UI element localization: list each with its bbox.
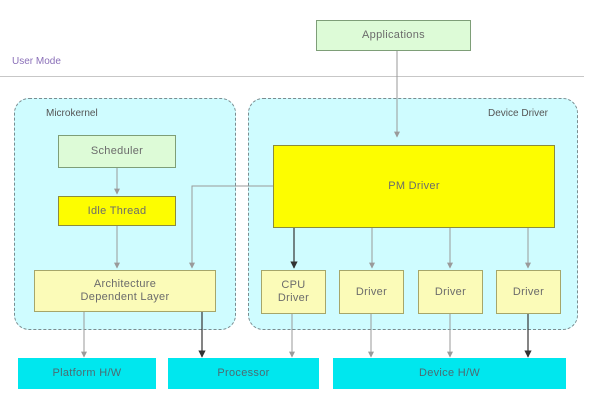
user-mode-separator bbox=[0, 76, 584, 77]
microkernel-label: Microkernel bbox=[46, 108, 98, 119]
device-driver-label: Device Driver bbox=[488, 108, 549, 119]
pm-to-architecture-arrow bbox=[189, 185, 273, 269]
processor-box: Processor bbox=[168, 358, 319, 389]
scheduler-box: Scheduler bbox=[58, 135, 176, 168]
platform-hw-box: Platform H/W bbox=[18, 358, 156, 389]
architecture-dependent-layer-box: Architecture Dependent Layer bbox=[34, 270, 216, 312]
driver-box-2: Driver bbox=[418, 270, 483, 314]
driver-box-1: Driver bbox=[339, 270, 404, 314]
device-hw-box: Device H/W bbox=[333, 358, 566, 389]
idle-thread-box: Idle Thread bbox=[58, 196, 176, 226]
pm-driver-box: PM Driver bbox=[273, 145, 555, 228]
cpu-driver-box: CPU Driver bbox=[261, 270, 326, 314]
driver-box-3: Driver bbox=[496, 270, 561, 314]
applications-box: Applications bbox=[316, 20, 471, 51]
user-mode-label: User Mode bbox=[12, 56, 61, 67]
